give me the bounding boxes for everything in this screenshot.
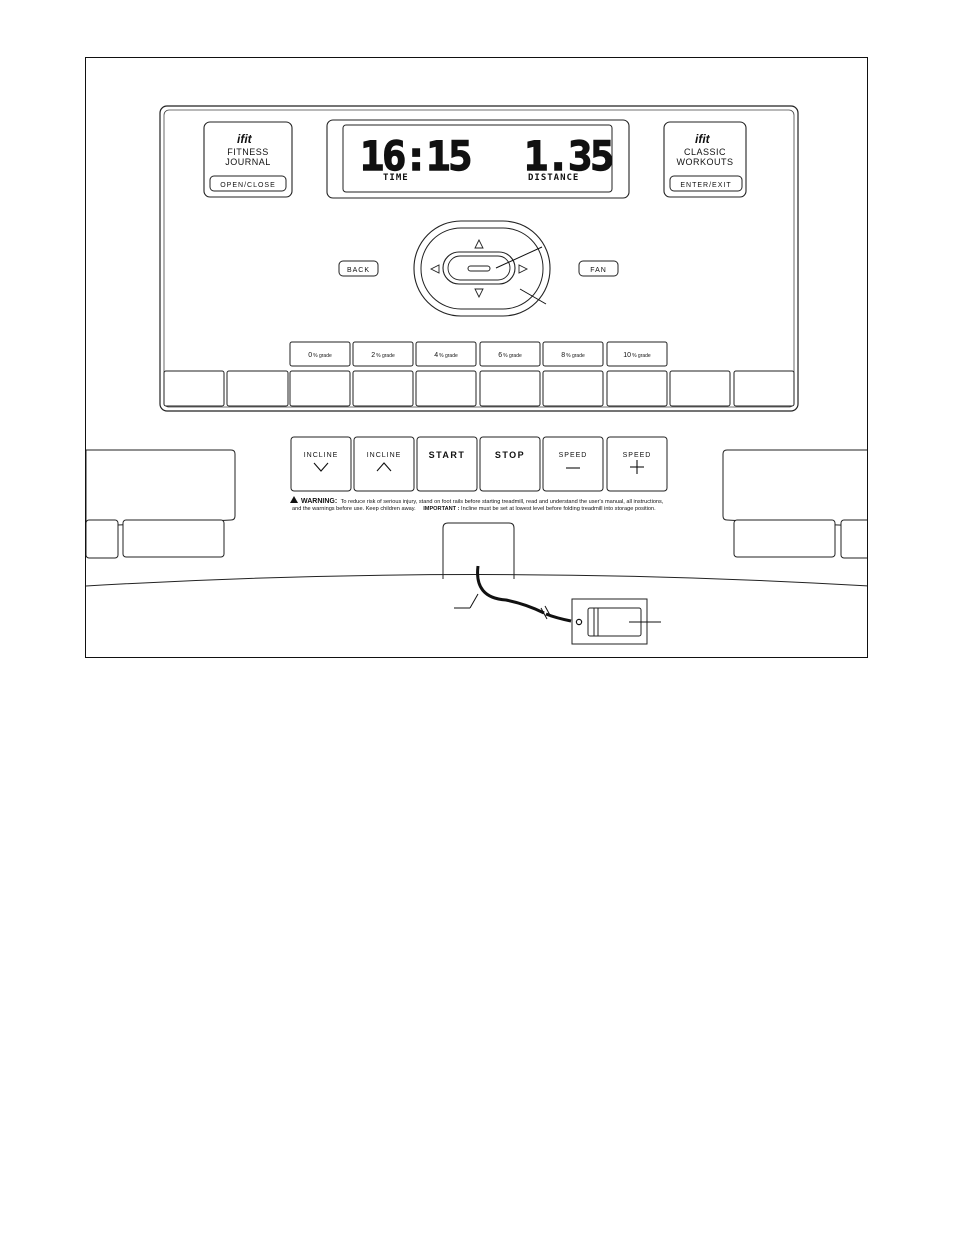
warning-line1: To reduce risk of serious injury, stand … [341, 499, 664, 505]
start-button[interactable]: START [416, 436, 478, 492]
stop-button[interactable]: STOP [479, 436, 541, 492]
grade-unit: % grade [313, 353, 332, 359]
classic-workouts-line1: CLASSIC [684, 147, 726, 157]
grade-unit: % grade [566, 353, 585, 359]
warning-line2-start: and the warnings before use. Keep childr… [292, 506, 416, 512]
classic-workouts-line2: WORKOUTS [677, 157, 734, 167]
callout-lines [495, 246, 547, 305]
svg-text:and the warnings before use.: and the warnings before use. Keep childr… [292, 506, 656, 512]
svg-text:8% grade: 8% grade [561, 352, 585, 359]
svg-text:OPEN/CLOSE: OPEN/CLOSE [220, 182, 276, 189]
svg-text:WARNING: To reduce risk: WARNING: To reduce risk of serious injur… [301, 498, 664, 505]
svg-text:6% grade: 6% grade [498, 352, 522, 359]
grade-number: 6 [498, 352, 502, 359]
panel-bottom-segments [163, 370, 795, 407]
nav-down-arrow-icon[interactable] [474, 288, 484, 299]
key-holder [442, 522, 515, 579]
plus-icon [630, 460, 644, 474]
chevron-up-icon [376, 462, 392, 472]
svg-text:START: START [429, 450, 466, 460]
grade-unit: % grade [439, 353, 458, 359]
nav-enter-button[interactable] [442, 251, 516, 285]
ifit-logo: ifit [695, 132, 711, 146]
svg-text:ENTER/EXIT: ENTER/EXIT [680, 182, 731, 189]
grade-button-2[interactable]: 2% grade [352, 341, 414, 367]
nav-up-arrow-icon[interactable] [474, 238, 484, 249]
fan-button[interactable]: FAN [578, 260, 619, 277]
back-button[interactable]: BACK [338, 260, 379, 277]
grade-unit: % grade [376, 353, 395, 359]
grade-number: 8 [561, 352, 565, 359]
svg-text:10% grade: 10% grade [623, 352, 651, 359]
lcd-display: 16:15 TIME 1.35 DISTANCE [326, 119, 630, 199]
grade-unit: % grade [632, 353, 651, 359]
svg-text:BACK: BACK [347, 267, 370, 274]
left-handrail [86, 449, 236, 559]
nav-left-arrow-icon[interactable] [429, 264, 440, 274]
grade-number: 10 [623, 352, 631, 359]
speed-up-button[interactable]: SPEED [606, 436, 668, 492]
safety-key-cord [454, 565, 572, 623]
warning-line2-end: Incline must be set at lowest level befo… [461, 506, 656, 512]
svg-text:0% grade: 0% grade [308, 352, 332, 359]
grade-button-0[interactable]: 0% grade [289, 341, 351, 367]
open-close-button[interactable]: OPEN/CLOSE [209, 175, 287, 192]
svg-text:SPEED: SPEED [559, 452, 588, 459]
warning-triangle-icon [290, 496, 298, 503]
important-heading: IMPORTANT : [423, 506, 459, 512]
right-handrail [722, 449, 867, 559]
speed-down-button[interactable]: SPEED [542, 436, 604, 492]
incline-down-button[interactable]: INCLINE [290, 436, 352, 492]
grade-unit: % grade [503, 353, 522, 359]
console-diagram: ifit FITNESS JOURNAL OPEN/CLOSE 16:15 TI… [86, 105, 867, 645]
grade-button-4[interactable]: 4% grade [415, 341, 477, 367]
fitness-journal-line2: JOURNAL [225, 157, 271, 167]
enter-exit-button[interactable]: ENTER/EXIT [669, 175, 743, 192]
grade-number: 2 [371, 352, 375, 359]
warning-label: WARNING: To reduce risk of serious injur… [290, 496, 664, 512]
svg-text:4% grade: 4% grade [434, 352, 458, 359]
svg-text:STOP: STOP [495, 450, 525, 460]
distance-label: DISTANCE [528, 173, 579, 183]
grade-number: 4 [434, 352, 438, 359]
fitness-journal-line1: FITNESS [227, 147, 269, 157]
diagram-frame: ifit FITNESS JOURNAL OPEN/CLOSE 16:15 TI… [85, 57, 868, 658]
time-value: 16:15 [360, 134, 470, 180]
svg-text:INCLINE: INCLINE [367, 452, 402, 459]
svg-text:FAN: FAN [590, 267, 607, 274]
grade-number: 0 [308, 352, 312, 359]
nav-right-arrow-icon[interactable] [518, 264, 529, 274]
chevron-down-icon [313, 462, 329, 472]
warning-heading: WARNING: [301, 498, 337, 505]
grade-button-6[interactable]: 6% grade [479, 341, 541, 367]
safety-key-clip[interactable] [571, 598, 661, 645]
distance-value: 1.35 [524, 134, 612, 180]
ifit-logo: ifit [237, 132, 253, 146]
time-label: TIME [383, 173, 409, 183]
grade-button-8[interactable]: 8% grade [542, 341, 604, 367]
svg-text:SPEED: SPEED [623, 452, 652, 459]
grade-button-10[interactable]: 10% grade [606, 341, 668, 367]
incline-up-button[interactable]: INCLINE [353, 436, 415, 492]
svg-text:INCLINE: INCLINE [304, 452, 339, 459]
svg-text:2% grade: 2% grade [371, 352, 395, 359]
